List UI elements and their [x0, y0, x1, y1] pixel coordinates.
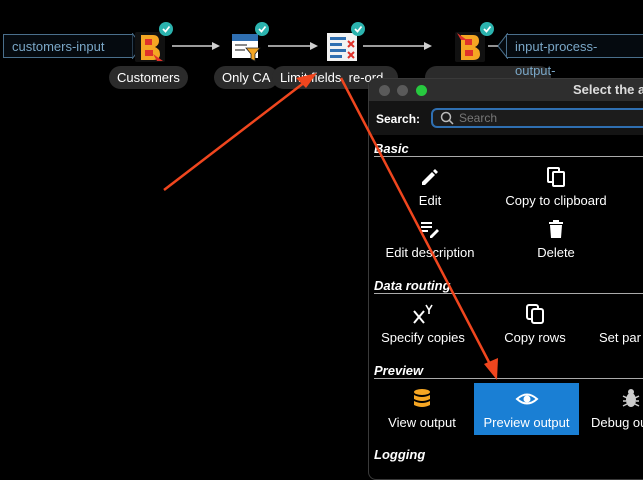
status-check-icon: [159, 22, 173, 36]
beam-input-icon: [135, 32, 165, 62]
clipboard-copy-icon: [547, 167, 565, 187]
edit-description-label: Edit description: [385, 245, 475, 260]
search-input[interactable]: [459, 110, 643, 126]
delete-label: Delete: [537, 245, 575, 260]
edit-label: Edit: [418, 193, 442, 208]
preview-output-action[interactable]: Preview output: [474, 383, 579, 435]
section-divider: [374, 293, 643, 294]
section-title-logging: Logging: [374, 447, 426, 462]
set-partitioning-action[interactable]: Set par: [585, 302, 643, 350]
hop-lines: [172, 42, 500, 50]
delete-action[interactable]: Delete: [496, 217, 616, 265]
section-divider: [374, 378, 643, 379]
copy-rows-icon: [526, 304, 544, 324]
section-title-basic: Basic: [374, 141, 409, 156]
copy-to-clipboard-action[interactable]: Copy to clipboard: [496, 165, 616, 213]
pencil-icon: [422, 169, 438, 185]
output-port-pointer: [498, 33, 508, 59]
filter-rows-icon: [232, 34, 261, 62]
database-icon: [414, 389, 430, 407]
only-ca-node[interactable]: [229, 30, 263, 64]
node-label-only-ca: Only CA: [214, 66, 279, 89]
window-zoom-button[interactable]: [416, 85, 427, 96]
edit-description-icon: [421, 222, 439, 238]
view-output-label: View output: [388, 415, 456, 430]
preview-output-label: Preview output: [483, 415, 570, 430]
view-output-action[interactable]: View output: [369, 383, 482, 435]
window-minimize-button[interactable]: [397, 85, 408, 96]
input-port[interactable]: customers-input: [3, 34, 133, 58]
select-values-icon: [327, 33, 357, 61]
edit-description-action[interactable]: Edit description: [370, 217, 490, 265]
section-title-preview: Preview: [374, 363, 424, 378]
set-partitioning-label: Set par: [599, 330, 641, 345]
section-title-data-routing: Data routing: [374, 278, 451, 293]
eye-icon: [515, 393, 538, 405]
status-check-icon: [351, 22, 365, 36]
copies-icon: [413, 304, 433, 324]
copy-rows-action[interactable]: Copy rows: [475, 302, 595, 350]
action-dialog: Select the a Search: Basic Edit Copy to …: [368, 78, 643, 480]
trash-icon: [549, 220, 563, 238]
edit-action[interactable]: Edit: [370, 165, 490, 213]
section-divider: [374, 156, 643, 157]
search-icon: [440, 111, 454, 125]
beam-output-icon: [455, 32, 485, 62]
window-close-button[interactable]: [379, 85, 390, 96]
copy-to-clipboard-label: Copy to clipboard: [505, 193, 607, 208]
debug-output-label: Debug ou: [591, 415, 643, 430]
search-label: Search:: [376, 112, 421, 126]
search-box[interactable]: [431, 108, 643, 128]
copy-rows-label: Copy rows: [504, 330, 566, 345]
output-port-label: input-process-output-: [515, 39, 598, 78]
debug-output-action[interactable]: Debug ou: [585, 383, 643, 435]
input-port-label: customers-input: [12, 39, 105, 54]
customers-node[interactable]: [133, 30, 167, 64]
limit-fields-node[interactable]: [325, 30, 359, 64]
specify-copies-label: Specify copies: [381, 330, 465, 345]
node-label-customers: Customers: [109, 66, 188, 89]
output-port[interactable]: input-process-output-: [506, 34, 643, 78]
status-check-icon: [480, 22, 494, 36]
dialog-title: Select the a: [573, 82, 643, 97]
search-row: Search:: [369, 101, 643, 135]
dialog-titlebar[interactable]: Select the a: [369, 79, 643, 101]
bug-icon: [622, 389, 640, 407]
output-node[interactable]: [453, 30, 487, 64]
specify-copies-action[interactable]: Specify copies: [369, 302, 483, 350]
status-check-icon: [255, 22, 269, 36]
